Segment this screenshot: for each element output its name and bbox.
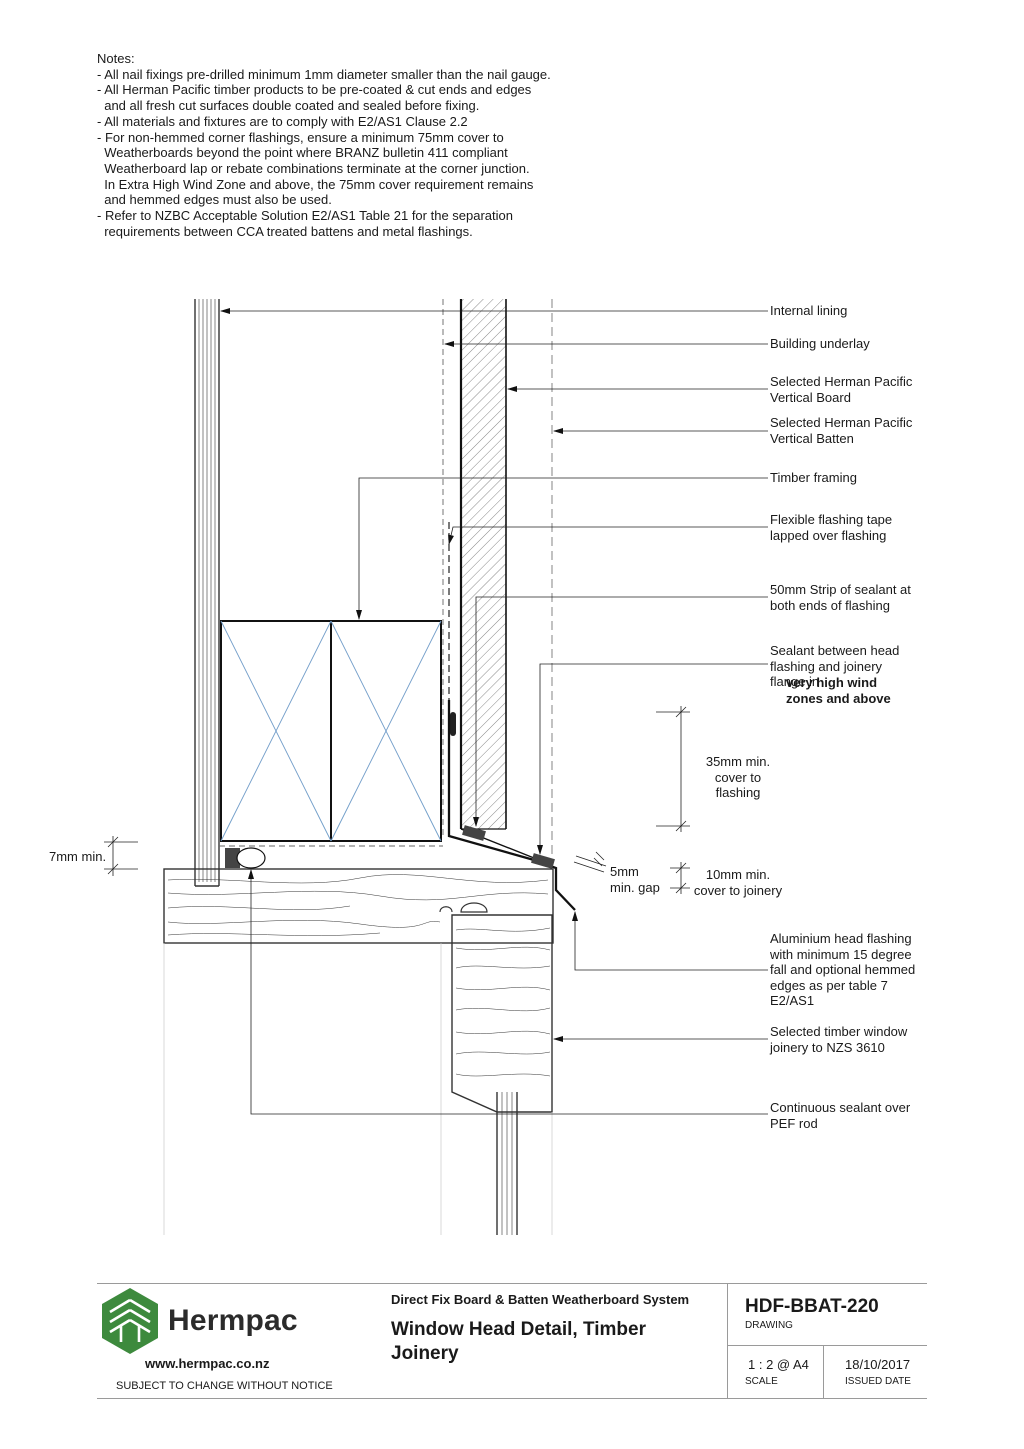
website-link[interactable]: www.hermpac.co.nz bbox=[145, 1356, 270, 1371]
dimension-lines bbox=[104, 706, 690, 894]
label-window-joinery: Selected timber window joinery to NZS 36… bbox=[770, 1024, 908, 1055]
label-head-flashing: Aluminium head flashing with minimum 15 … bbox=[770, 931, 916, 1008]
pef-rod-sealant bbox=[225, 847, 266, 869]
label-vertical-batten: Selected Herman Pacific Vertical Batten bbox=[770, 415, 913, 446]
drawing-caption: DRAWING bbox=[745, 1320, 793, 1331]
issued-date-caption: ISSUED DATE bbox=[845, 1376, 911, 1387]
vertical-board bbox=[459, 299, 507, 830]
issued-date: 18/10/2017 bbox=[845, 1357, 911, 1372]
notes-heading: Notes: bbox=[97, 51, 135, 66]
title-block-bottom-rule bbox=[97, 1398, 927, 1399]
label-sealant-head: Sealant between head flashing and joiner… bbox=[770, 643, 900, 689]
system-name: Direct Fix Board & Batten Weatherboard S… bbox=[391, 1292, 690, 1307]
hermpac-logo-icon bbox=[102, 1288, 158, 1354]
label-sealant-strip: 50mm Strip of sealant at both ends of fl… bbox=[770, 582, 911, 613]
note-line: - All materials and fixtures are to comp… bbox=[97, 113, 468, 129]
note-line: - Refer to NZBC Acceptable Solution E2/A… bbox=[97, 208, 513, 224]
label-sealant-head-bold: very high wind zones and above bbox=[786, 675, 891, 706]
notice-text: SUBJECT TO CHANGE WITHOUT NOTICE bbox=[116, 1380, 333, 1392]
label-building-underlay: Building underlay bbox=[770, 336, 870, 351]
note-line: and all fresh cut surfaces double coated… bbox=[97, 98, 480, 114]
title-block-top-rule bbox=[97, 1283, 927, 1284]
sealant-bead bbox=[450, 712, 456, 736]
note-line: - For non-hemmed corner flashings, ensur… bbox=[97, 129, 504, 145]
note-line: and hemmed edges must also be used. bbox=[97, 192, 332, 208]
title-block-divider bbox=[727, 1283, 728, 1398]
title-block-mid-rule bbox=[727, 1345, 927, 1346]
label-cover-35: 35mm min. cover to flashing bbox=[705, 754, 771, 800]
label-continuous-sealant: Continuous sealant over PEF rod bbox=[770, 1100, 911, 1131]
drawing-number: HDF-BBAT-220 bbox=[745, 1296, 879, 1317]
window-joinery bbox=[439, 902, 553, 1113]
label-vertical-board: Selected Herman Pacific Vertical Board bbox=[770, 374, 913, 405]
label-cover-10: 10mm min. cover to joinery bbox=[693, 867, 783, 898]
note-line: requirements between CCA treated battens… bbox=[97, 223, 473, 239]
label-flashing-tape: Flexible flashing tape lapped over flash… bbox=[770, 512, 893, 543]
building-underlay bbox=[219, 299, 444, 847]
title-block-cell-divider bbox=[823, 1345, 824, 1398]
brand-name: Hermpac bbox=[168, 1304, 298, 1337]
note-line: Weatherboards beyond the point where BRA… bbox=[97, 145, 508, 161]
note-line: Weatherboard lap or rebate combinations … bbox=[97, 160, 530, 176]
guide-lines bbox=[163, 943, 553, 1235]
leader-lines bbox=[220, 308, 768, 1115]
general-notes: Notes: - All nail fixings pre-drilled mi… bbox=[97, 51, 657, 239]
note-line: - All nail fixings pre-drilled minimum 1… bbox=[97, 66, 551, 82]
sealant-strip-outer bbox=[531, 853, 555, 869]
timber-framing bbox=[220, 620, 442, 842]
scale-caption: SCALE bbox=[745, 1376, 778, 1387]
internal-lining bbox=[194, 299, 220, 887]
sealant-strip-inner bbox=[462, 825, 486, 841]
label-internal-lining: Internal lining bbox=[770, 303, 848, 318]
drawing-title: Window Head Detail, Timber Joinery bbox=[391, 1319, 646, 1364]
glazing-unit bbox=[496, 1092, 518, 1235]
window-head-timber bbox=[163, 868, 554, 944]
label-timber-framing: Timber framing bbox=[770, 470, 857, 485]
label-gap-5: 5mm min. gap bbox=[610, 864, 660, 895]
note-line: - All Herman Pacific timber products to … bbox=[97, 82, 532, 98]
note-line: In Extra High Wind Zone and above, the 7… bbox=[97, 176, 534, 192]
label-7mm-min: 7mm min. bbox=[49, 849, 107, 864]
scale-value: 1 : 2 @ A4 bbox=[748, 1357, 809, 1372]
